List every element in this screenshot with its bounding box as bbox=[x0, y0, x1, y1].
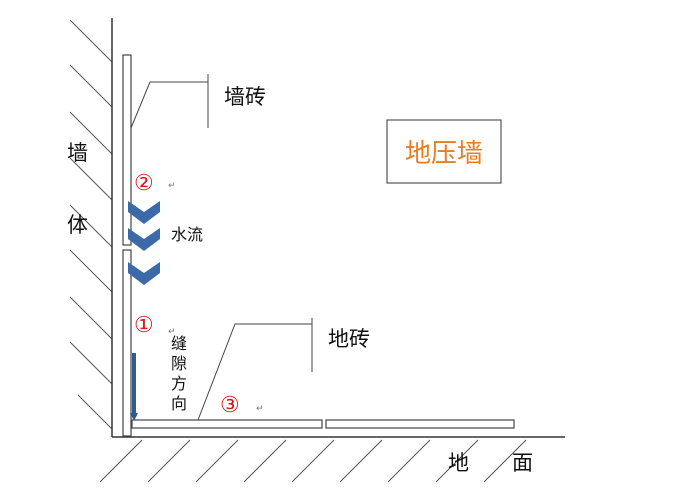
chevron-2 bbox=[128, 228, 160, 251]
chevron-1 bbox=[128, 201, 160, 224]
ground-hatching bbox=[99, 439, 527, 483]
wall-label-char-2: 体 bbox=[67, 213, 88, 237]
chevron-3 bbox=[128, 262, 160, 285]
floor-tile-label: 地砖 bbox=[328, 327, 370, 351]
return-mark-3: ↵ bbox=[256, 404, 264, 414]
wall-and-ground-lines bbox=[111, 18, 565, 438]
ground-label-char-2: 面 bbox=[512, 451, 533, 475]
floor-tile-leader bbox=[197, 318, 313, 421]
wall-tile-label: 墙砖 bbox=[224, 85, 266, 109]
gap-direction-char-1: 缝 bbox=[171, 334, 187, 353]
wall-tile-upper bbox=[122, 54, 132, 246]
return-mark-2: ↵ bbox=[168, 181, 176, 191]
ground-label-char-1: 地 bbox=[448, 451, 469, 475]
gap-direction-char-4: 向 bbox=[171, 394, 187, 413]
return-mark-1: ↵ bbox=[168, 327, 176, 337]
wall-hatching bbox=[69, 19, 113, 430]
marker-3: ③ bbox=[220, 393, 240, 418]
wall-label-char-1: 墙 bbox=[67, 141, 88, 165]
water-flow-chevrons bbox=[128, 201, 160, 285]
marker-2: ② bbox=[134, 171, 154, 196]
floor-tile-2 bbox=[325, 419, 515, 429]
gap-direction-char-3: 方 bbox=[171, 374, 187, 393]
title-box bbox=[386, 119, 502, 184]
water-flow-label: 水流 bbox=[171, 225, 203, 244]
gap-direction-char-2: 隙 bbox=[171, 354, 187, 373]
wall-tile-leader bbox=[130, 74, 209, 129]
floor-tile-1 bbox=[131, 419, 323, 429]
title-box-text: 地压墙 bbox=[405, 139, 483, 169]
marker-1: ① bbox=[134, 313, 154, 338]
floor-tile-row bbox=[131, 419, 515, 429]
wall-tile-lower bbox=[122, 249, 132, 437]
wall-tile-column bbox=[122, 54, 132, 437]
